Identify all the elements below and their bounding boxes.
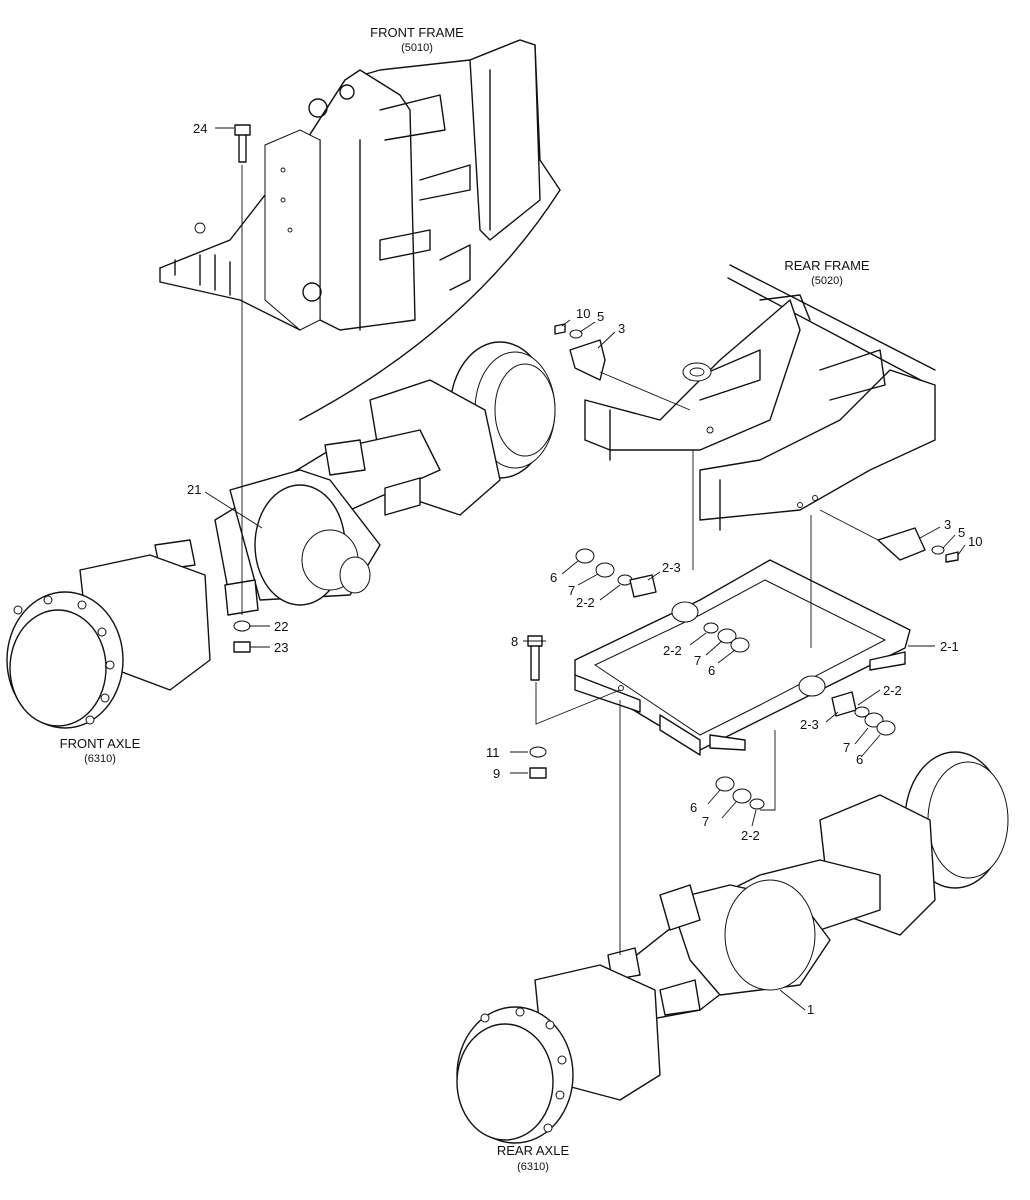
rear-axle-code: (6310) bbox=[517, 1161, 549, 1173]
callout-2-2-d: 2-2 bbox=[741, 828, 760, 843]
callout-10-right: 10 bbox=[968, 534, 982, 549]
callout-7-c: 7 bbox=[843, 740, 850, 755]
callout-1: 1 bbox=[807, 1002, 814, 1017]
bolt-8-icon bbox=[527, 635, 543, 681]
nut-23-icon bbox=[233, 641, 251, 653]
callout-9: 9 bbox=[493, 766, 500, 781]
callout-2-1: 2-1 bbox=[940, 639, 959, 654]
callout-6-d: 6 bbox=[690, 800, 697, 815]
front-axle-title: FRONT AXLE bbox=[60, 736, 141, 751]
callout-21: 21 bbox=[187, 482, 201, 497]
callout-6-b: 6 bbox=[708, 663, 715, 678]
bolt-10-top-icon bbox=[554, 323, 566, 335]
washer-5-top-icon bbox=[569, 329, 583, 339]
washer-5-right-icon bbox=[931, 545, 945, 555]
washer-11-icon bbox=[529, 746, 547, 758]
callout-7-b: 7 bbox=[694, 653, 701, 668]
bolt-24-icon bbox=[234, 124, 251, 163]
front-frame-title: FRONT FRAME bbox=[370, 25, 464, 40]
callout-23: 23 bbox=[274, 640, 288, 655]
callout-2-2-b: 2-2 bbox=[663, 643, 682, 658]
small-parts bbox=[204, 124, 966, 1011]
callout-3-right: 3 bbox=[944, 517, 951, 532]
callout-2-3-b: 2-3 bbox=[800, 717, 819, 732]
rear-frame-drawing bbox=[584, 264, 936, 531]
nut-9-icon bbox=[529, 767, 547, 779]
callout-5-right: 5 bbox=[958, 525, 965, 540]
callout-22: 22 bbox=[274, 619, 288, 634]
support-bracket-drawing bbox=[574, 559, 911, 756]
rear-frame-title: REAR FRAME bbox=[784, 258, 870, 273]
pin-3-right-icon bbox=[877, 527, 926, 561]
callout-11: 11 bbox=[486, 745, 500, 760]
callout-2-2-a: 2-2 bbox=[576, 595, 595, 610]
washer-22-icon bbox=[233, 620, 251, 632]
callout-7-d: 7 bbox=[702, 814, 709, 829]
callout-10-top: 10 bbox=[576, 306, 590, 321]
callout-6-a: 6 bbox=[550, 570, 557, 585]
callout-3-top: 3 bbox=[618, 321, 625, 336]
callout-24: 24 bbox=[193, 121, 207, 136]
front-frame-drawing bbox=[159, 39, 561, 421]
front-axle-drawing bbox=[6, 341, 556, 729]
callout-8: 8 bbox=[511, 634, 518, 649]
callout-2-3-a: 2-3 bbox=[662, 560, 681, 575]
pin-3-top-icon bbox=[569, 339, 606, 381]
rear-axle-title: REAR AXLE bbox=[497, 1143, 570, 1158]
rear-axle-drawing bbox=[456, 751, 1009, 1144]
front-axle-code: (6310) bbox=[84, 753, 116, 765]
callout-5-top: 5 bbox=[597, 309, 604, 324]
bolt-10-right-icon bbox=[945, 551, 959, 563]
front-frame-code: (5010) bbox=[401, 42, 433, 54]
callout-7-a: 7 bbox=[568, 583, 575, 598]
callout-6-c: 6 bbox=[856, 752, 863, 767]
rear-frame-code: (5020) bbox=[811, 275, 843, 287]
callout-2-2-c: 2-2 bbox=[883, 683, 902, 698]
